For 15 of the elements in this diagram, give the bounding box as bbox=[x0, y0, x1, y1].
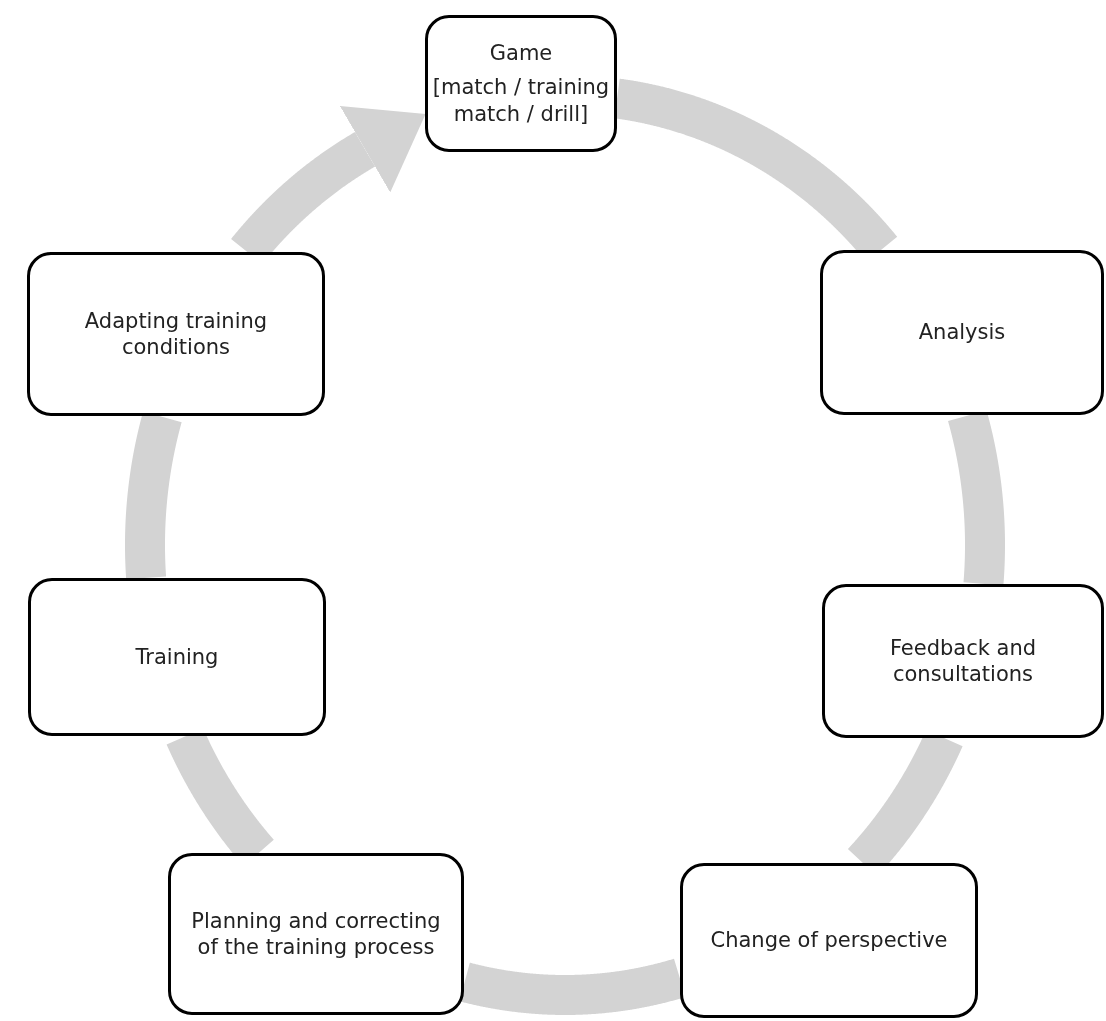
step-label: Feedback and consultations bbox=[888, 634, 1038, 688]
process-box bbox=[28, 578, 326, 736]
step-label: Game bbox=[489, 40, 553, 67]
step-label: Change of perspective bbox=[710, 927, 948, 954]
process-box bbox=[680, 863, 978, 1018]
process-box bbox=[168, 853, 464, 1015]
process-box bbox=[425, 15, 617, 152]
process-box bbox=[27, 252, 325, 416]
step-label: Planning and correcting of the training process bbox=[190, 907, 442, 961]
step-label: Analysis bbox=[918, 319, 1006, 346]
step-detail: [match / training match / drill] bbox=[431, 74, 611, 127]
step-label: Adapting training conditions bbox=[83, 307, 269, 361]
step-label: Training bbox=[135, 643, 219, 671]
process-box bbox=[822, 584, 1104, 738]
process-box bbox=[820, 250, 1104, 415]
